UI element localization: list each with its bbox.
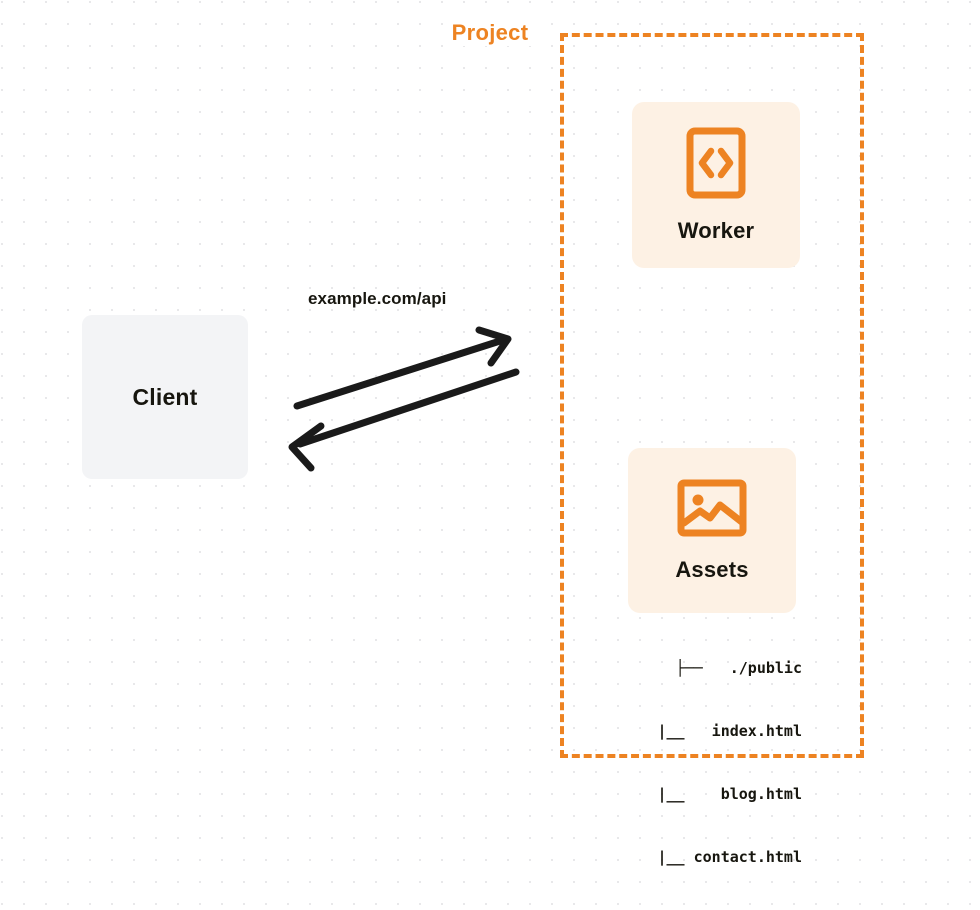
image-icon [677,478,747,543]
project-title: Project [444,20,536,46]
connection-label: example.com/api [308,289,447,308]
response-arrow [288,368,520,472]
client-label: Client [132,383,198,410]
project-container [560,33,864,758]
code-brackets-icon [686,127,746,204]
assets-label: Assets [675,557,749,582]
assets-card[interactable]: Assets [628,448,796,613]
worker-card[interactable]: Worker [632,102,800,268]
file-tree-row: |__ index.html [639,722,802,740]
diagram-canvas: Client example.com/api Project Worker [82,20,864,866]
file-tree-row: ├── ./public [675,659,802,677]
worker-label: Worker [677,217,755,243]
request-arrow [293,326,512,410]
client-node[interactable]: Client [82,315,248,479]
file-tree-row: |__ contact.html [639,848,802,866]
assets-file-tree: ├── ./public |__ index.html |__ blog.htm… [608,616,802,910]
file-tree-row: |__ blog.html [639,785,802,803]
